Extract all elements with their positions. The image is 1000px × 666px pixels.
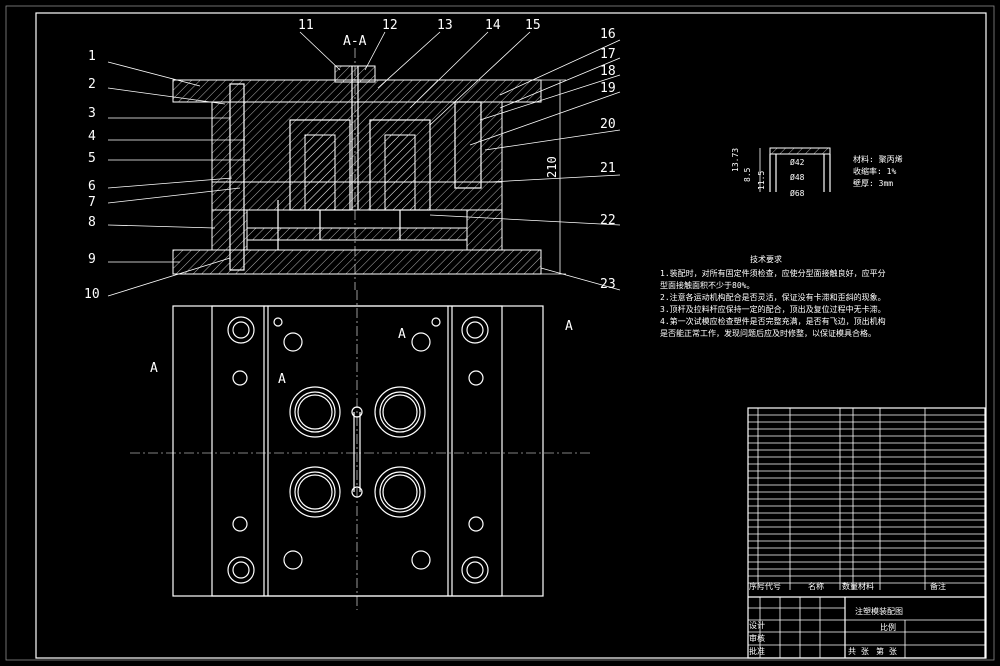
callout-18: 18 [600, 64, 616, 79]
callout-leaders-left [107, 61, 250, 297]
sheet-outer-frame [5, 5, 995, 661]
cavity-plate [211, 101, 503, 183]
core-plate [211, 181, 503, 211]
tech-line-3: 2.注意各运动机构配合是否灵活，保证没有卡滞和歪斜的现象。 [660, 292, 886, 302]
callout-7: 7 [88, 195, 96, 210]
sheet-number: 第 张 [876, 646, 897, 656]
part-info-2: 收缩率: 1% [853, 166, 896, 176]
callout-13: 13 [437, 18, 453, 33]
callout-3: 3 [88, 106, 96, 121]
bom-col-qty: 数量 [842, 581, 858, 591]
callout-5: 5 [88, 151, 96, 166]
spacer-block-right [466, 209, 503, 251]
callout-1: 1 [88, 49, 96, 64]
callout-20: 20 [600, 117, 616, 132]
callout-15: 15 [525, 18, 541, 33]
callout-21: 21 [600, 161, 616, 176]
callout-8: 8 [88, 215, 96, 230]
callout-9: 9 [88, 252, 96, 267]
core-left [304, 134, 336, 211]
bom-table: 序号 代号 名称 数量 材料 备注 注塑模装配图 比例 共 张 第 张 设计 审… [747, 407, 986, 659]
dim-dia-48: Ø48 [790, 172, 805, 182]
drawing-name: 注塑模装配图 [855, 606, 903, 616]
part-detail: 13.73 8.5 11.5 Ø42 Ø48 Ø68 材料: 聚丙烯 收缩率: … [731, 147, 903, 198]
section-mark-mid-1: A [278, 372, 286, 387]
part-info-3: 壁厚: 3mm [853, 178, 893, 188]
scale-label: 比例 [880, 622, 896, 632]
bom-col-code: 代号 [765, 581, 781, 591]
part-info-1: 材料: 聚丙烯 [853, 154, 903, 164]
top-clamp-plate [172, 79, 542, 103]
callout-numbers: 1 2 3 4 5 6 7 8 9 10 11 12 13 14 15 16 1… [84, 18, 616, 302]
plan-outline [172, 305, 544, 597]
dim-dia-68: Ø68 [790, 188, 805, 198]
tech-line-5: 4.第一次试模应检查塑件是否完整充满，是否有飞边，顶出机构 [660, 316, 886, 326]
guide-pillar-left [229, 83, 245, 271]
callout-14: 14 [485, 18, 501, 33]
callout-23: 23 [600, 277, 616, 292]
callout-12: 12 [382, 18, 398, 33]
section-title: A-A [343, 34, 367, 49]
approve-label: 批准 [749, 646, 765, 656]
section-mark-right: A [565, 319, 573, 334]
ejector-plate [246, 227, 468, 241]
tech-line-4: 3.顶杆及拉料杆应保持一定的配合，顶出及复位过程中无卡滞。 [660, 304, 886, 314]
callout-11: 11 [298, 18, 314, 33]
callout-22: 22 [600, 213, 616, 228]
callout-leaders-right [299, 31, 621, 291]
checker-label: 审核 [749, 633, 765, 643]
sheet-border [35, 12, 987, 659]
bom-col-no: 序号 [749, 581, 765, 591]
tech-line-2: 型面接触面积不少于80%。 [660, 280, 754, 290]
callout-19: 19 [600, 81, 616, 96]
guide-pillar-right [454, 101, 482, 189]
dim-13-73: 13.73 [731, 148, 740, 172]
section-mark-mid-2: A [398, 327, 406, 342]
designer-label: 设计 [749, 620, 765, 630]
bom-col-name: 名称 [808, 581, 824, 591]
bom-col-material: 材料 [858, 581, 874, 591]
section-view: 210 A-A [172, 34, 566, 290]
dim-11-5: 11.5 [757, 171, 766, 190]
dim-8-5: 8.5 [743, 167, 752, 182]
callout-6: 6 [88, 179, 96, 194]
bom-col-note: 备注 [930, 581, 946, 591]
dim-dia-42: Ø42 [790, 157, 805, 167]
core-right [384, 134, 416, 211]
dim-210-text: 210 [545, 156, 559, 178]
plan-view: A A A A [130, 290, 590, 610]
callout-10: 10 [84, 287, 100, 302]
sheet-total: 共 张 [848, 647, 869, 656]
tech-line-1: 1.装配时，对所有固定件须检查，应使分型面接触良好，应平分 [660, 268, 886, 278]
tech-line-6: 是否能正常工作，发现问题后应及时修整，以保证模具合格。 [660, 328, 876, 338]
callout-2: 2 [88, 77, 96, 92]
section-mark-left: A [150, 361, 158, 376]
bottom-clamp-plate [172, 249, 542, 275]
callout-4: 4 [88, 129, 96, 144]
technical-requirements: 技术要求 1.装配时，对所有固定件须检查，应使分型面接触良好，应平分 型面接触面… [660, 254, 886, 338]
tech-title: 技术要求 [750, 254, 782, 264]
callout-16: 16 [600, 27, 616, 42]
callout-17: 17 [600, 47, 616, 62]
